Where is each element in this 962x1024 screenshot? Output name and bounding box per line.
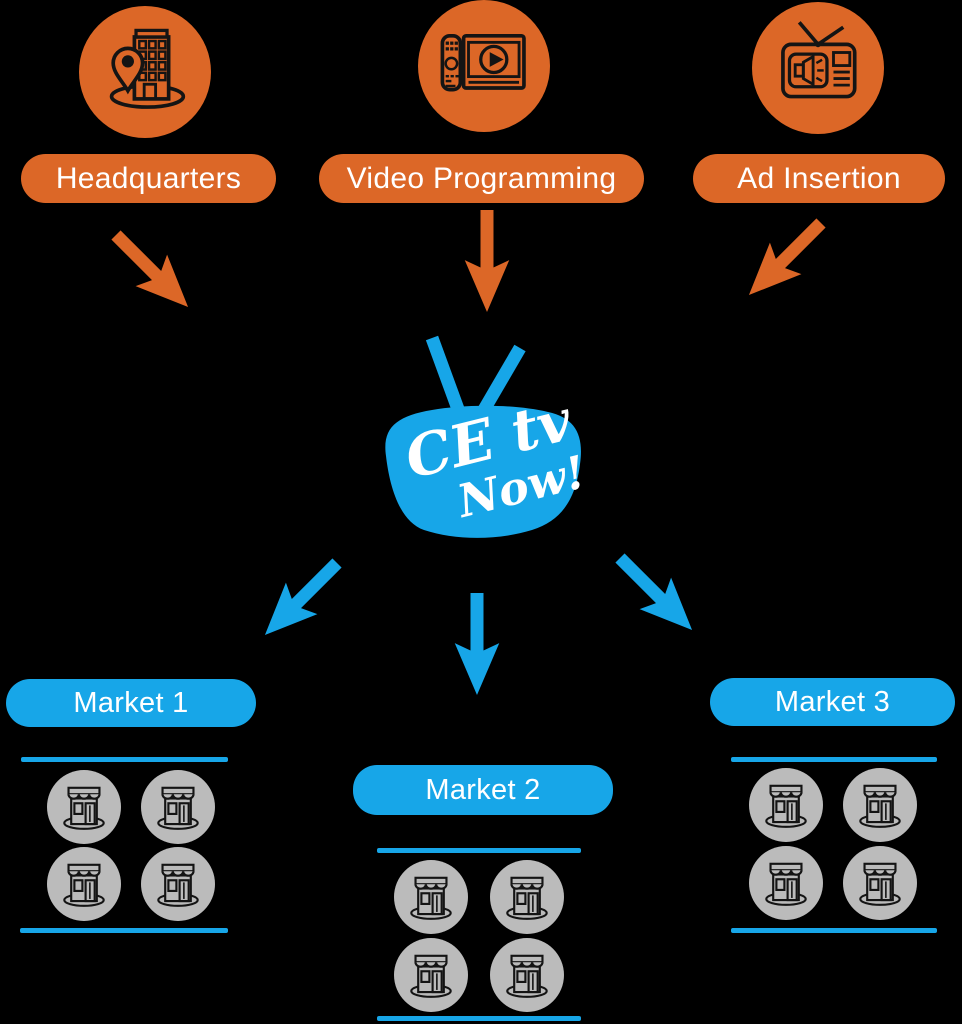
- building-location-pin-icon: [109, 28, 186, 109]
- storefront-icon: [506, 876, 548, 920]
- market3-store-2: [843, 768, 917, 842]
- market3-bottom-divider: [731, 928, 937, 933]
- arrow-video-to-hub: [458, 210, 516, 312]
- storefront-icon: [157, 786, 199, 830]
- market3-store-3: [749, 846, 823, 920]
- market2-store-4: [490, 938, 564, 1012]
- market2-bottom-divider: [377, 1016, 581, 1021]
- market1-pill: Market 1: [6, 679, 256, 727]
- market2-store-2: [490, 860, 564, 934]
- storefront-icon: [765, 784, 807, 828]
- tv-play-remote-icon: [440, 33, 526, 92]
- arrow-hub-to-market3: [599, 537, 712, 650]
- storefront-icon: [410, 954, 452, 998]
- video-programming-pill: Video Programming: [319, 154, 644, 203]
- market3-top-divider: [731, 757, 937, 762]
- market3-pill: Market 3: [710, 678, 955, 726]
- storefront-icon: [63, 786, 105, 830]
- tv-logo-icon: CE tv Now!: [385, 335, 591, 538]
- market3-store-1: [749, 768, 823, 842]
- arrow-hub-to-market2: [448, 593, 506, 695]
- ad-insertion-label: Ad Insertion: [737, 161, 901, 195]
- market1-top-divider: [21, 757, 228, 762]
- market2-top-divider: [377, 848, 581, 853]
- video-programming-label: Video Programming: [346, 161, 617, 195]
- market2-pill: Market 2: [353, 765, 613, 815]
- market2-label: Market 2: [425, 773, 541, 806]
- market2-store-3: [394, 938, 468, 1012]
- arrow-headquarters-to-hub: [95, 214, 208, 327]
- video-programming-circle: [418, 0, 550, 132]
- ad-insertion-circle: [752, 2, 884, 134]
- storefront-icon: [410, 876, 452, 920]
- market3-label: Market 3: [774, 685, 891, 718]
- market1-store-3: [47, 847, 121, 921]
- storefront-icon: [859, 784, 901, 828]
- market3-store-4: [843, 846, 917, 920]
- headquarters-circle: [79, 6, 211, 138]
- market1-store-2: [141, 770, 215, 844]
- market1-label: Market 1: [73, 686, 189, 719]
- market2-store-1: [394, 860, 468, 934]
- arrow-hub-to-market1: [244, 542, 357, 655]
- headquarters-pill: Headquarters: [21, 154, 276, 203]
- tv-megaphone-ad-icon: [781, 21, 857, 99]
- ad-insertion-pill: Ad Insertion: [693, 154, 945, 203]
- storefront-icon: [157, 863, 199, 907]
- market1-store-1: [47, 770, 121, 844]
- storefront-icon: [506, 954, 548, 998]
- storefront-icon: [765, 862, 807, 906]
- cetv-now-logo: CE tv Now!: [358, 324, 598, 557]
- headquarters-label: Headquarters: [55, 161, 242, 195]
- arrow-ad-to-hub: [728, 202, 841, 315]
- storefront-icon: [859, 862, 901, 906]
- storefront-icon: [63, 863, 105, 907]
- market1-store-4: [141, 847, 215, 921]
- market1-bottom-divider: [20, 928, 228, 933]
